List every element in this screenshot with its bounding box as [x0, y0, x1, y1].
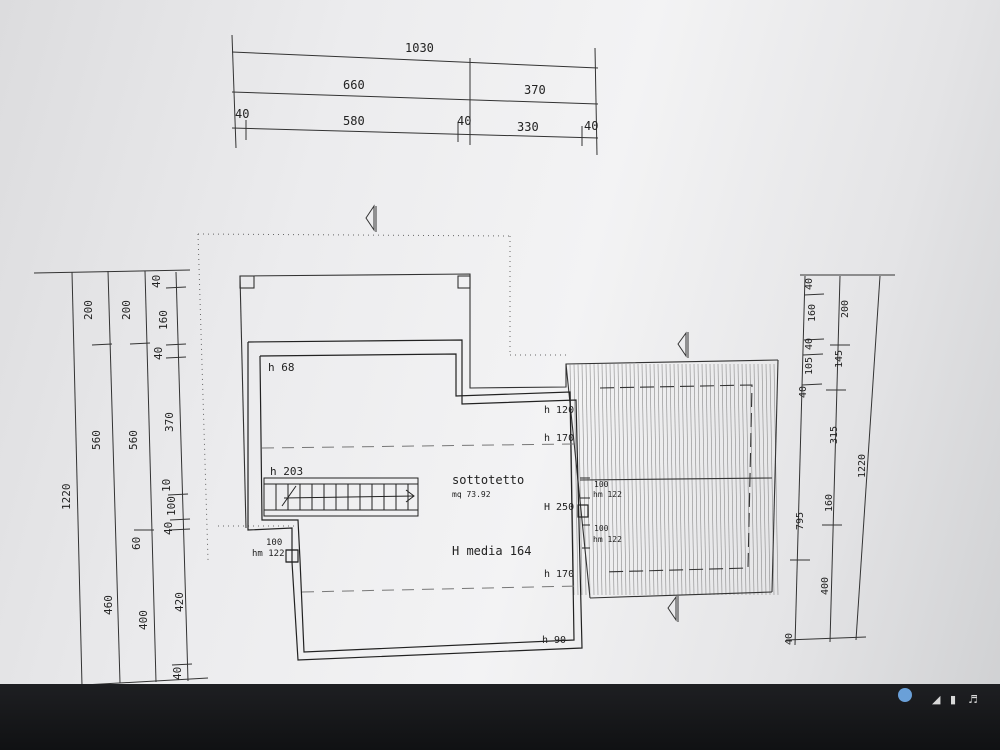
room-avg-height: H media 164 — [452, 544, 531, 558]
dim-left-c40-d: 40 — [171, 667, 184, 680]
label-h170-bottom: h 170 — [544, 569, 574, 580]
window-right1-height: hm 122 — [593, 490, 622, 499]
dim-right-160: 160 — [807, 304, 818, 322]
taskbar: ◢ ▮ ♬ — [0, 684, 1000, 750]
dim-right-200: 200 — [840, 300, 851, 318]
dim-right-400: 400 — [820, 577, 831, 595]
window-left-width: 100 — [266, 538, 282, 548]
dim-right-1220: 1220 — [857, 454, 868, 478]
room-walls — [247, 339, 589, 661]
dim-right-160b: 160 — [824, 494, 835, 512]
upper-outline — [239, 273, 779, 529]
staircase — [263, 477, 419, 517]
dim-left-a460: 460 — [102, 595, 115, 615]
dim-left-c40-b: 40 — [152, 347, 165, 360]
dim-left-b60: 60 — [130, 537, 143, 550]
dim-left-c420: 420 — [173, 592, 186, 612]
signal-icon[interactable]: ▮ — [950, 693, 957, 706]
dim-left-b400: 400 — [137, 610, 150, 630]
dim-left-c40-a: 40 — [150, 275, 163, 288]
section-marker-bottom — [667, 595, 679, 622]
dim-right-40-top: 40 — [804, 278, 815, 290]
label-h250: H 250 — [544, 502, 574, 513]
help-icon[interactable] — [898, 688, 912, 702]
top-dimension-chain — [231, 34, 599, 156]
section-marker-top — [365, 204, 377, 232]
dim-left-b560: 560 — [127, 430, 140, 450]
dim-left-a560: 560 — [90, 430, 103, 450]
label-h68: h 68 — [268, 361, 295, 374]
terrace-hatch — [569, 363, 779, 596]
window-right2-height: hm 122 — [593, 535, 622, 544]
dim-40-c: 40 — [584, 119, 598, 133]
dim-40-b: 40 — [457, 114, 471, 128]
network-icon[interactable]: ◢ — [932, 693, 941, 706]
dotted-guides — [197, 233, 570, 561]
label-h120: h 120 — [544, 405, 574, 416]
dim-right-315: 315 — [829, 426, 840, 444]
dim-left-a200: 200 — [82, 300, 95, 320]
volume-icon[interactable]: ♬ — [968, 693, 978, 706]
right-dimension-chain — [785, 274, 895, 646]
dim-left-1220: 1220 — [60, 484, 73, 511]
section-marker-right — [677, 331, 689, 358]
dim-660: 660 — [343, 78, 365, 92]
dim-right-145: 145 — [834, 350, 845, 368]
dim-right-40-mid: 40 — [804, 338, 815, 350]
room-name: sottotetto — [452, 473, 524, 487]
dim-left-b200: 200 — [120, 300, 133, 320]
dim-580: 580 — [343, 114, 365, 128]
window-right2-width: 100 — [594, 524, 609, 533]
window-right1-width: 100 — [594, 480, 609, 489]
dim-right-795: 795 — [795, 512, 806, 530]
height-contours — [261, 443, 579, 593]
terrace-outline — [565, 359, 779, 599]
dim-left-c100: 100 — [165, 496, 178, 516]
window-marks — [580, 477, 590, 549]
label-h90: h 90 — [542, 635, 566, 646]
dim-left-c10: 10 — [160, 479, 173, 492]
dim-330: 330 — [517, 120, 539, 134]
dim-right-40-low: 40 — [798, 386, 809, 398]
dim-right-105: 105 — [804, 357, 815, 375]
dim-left-c370: 370 — [163, 412, 176, 432]
dim-left-c160: 160 — [157, 310, 170, 330]
label-h203: h 203 — [270, 465, 303, 478]
dim-370: 370 — [524, 83, 546, 97]
dim-left-c40-c: 40 — [162, 522, 175, 535]
dim-right-40-bottom: 40 — [784, 633, 795, 645]
label-h170-top: h 170 — [544, 433, 574, 444]
dim-total-1030: 1030 — [405, 41, 434, 55]
left-dimension-chain — [33, 269, 209, 687]
dim-40-a: 40 — [235, 107, 249, 121]
window-left-height: hm 122 — [252, 549, 285, 559]
room-area: mq 73.92 — [452, 490, 491, 499]
